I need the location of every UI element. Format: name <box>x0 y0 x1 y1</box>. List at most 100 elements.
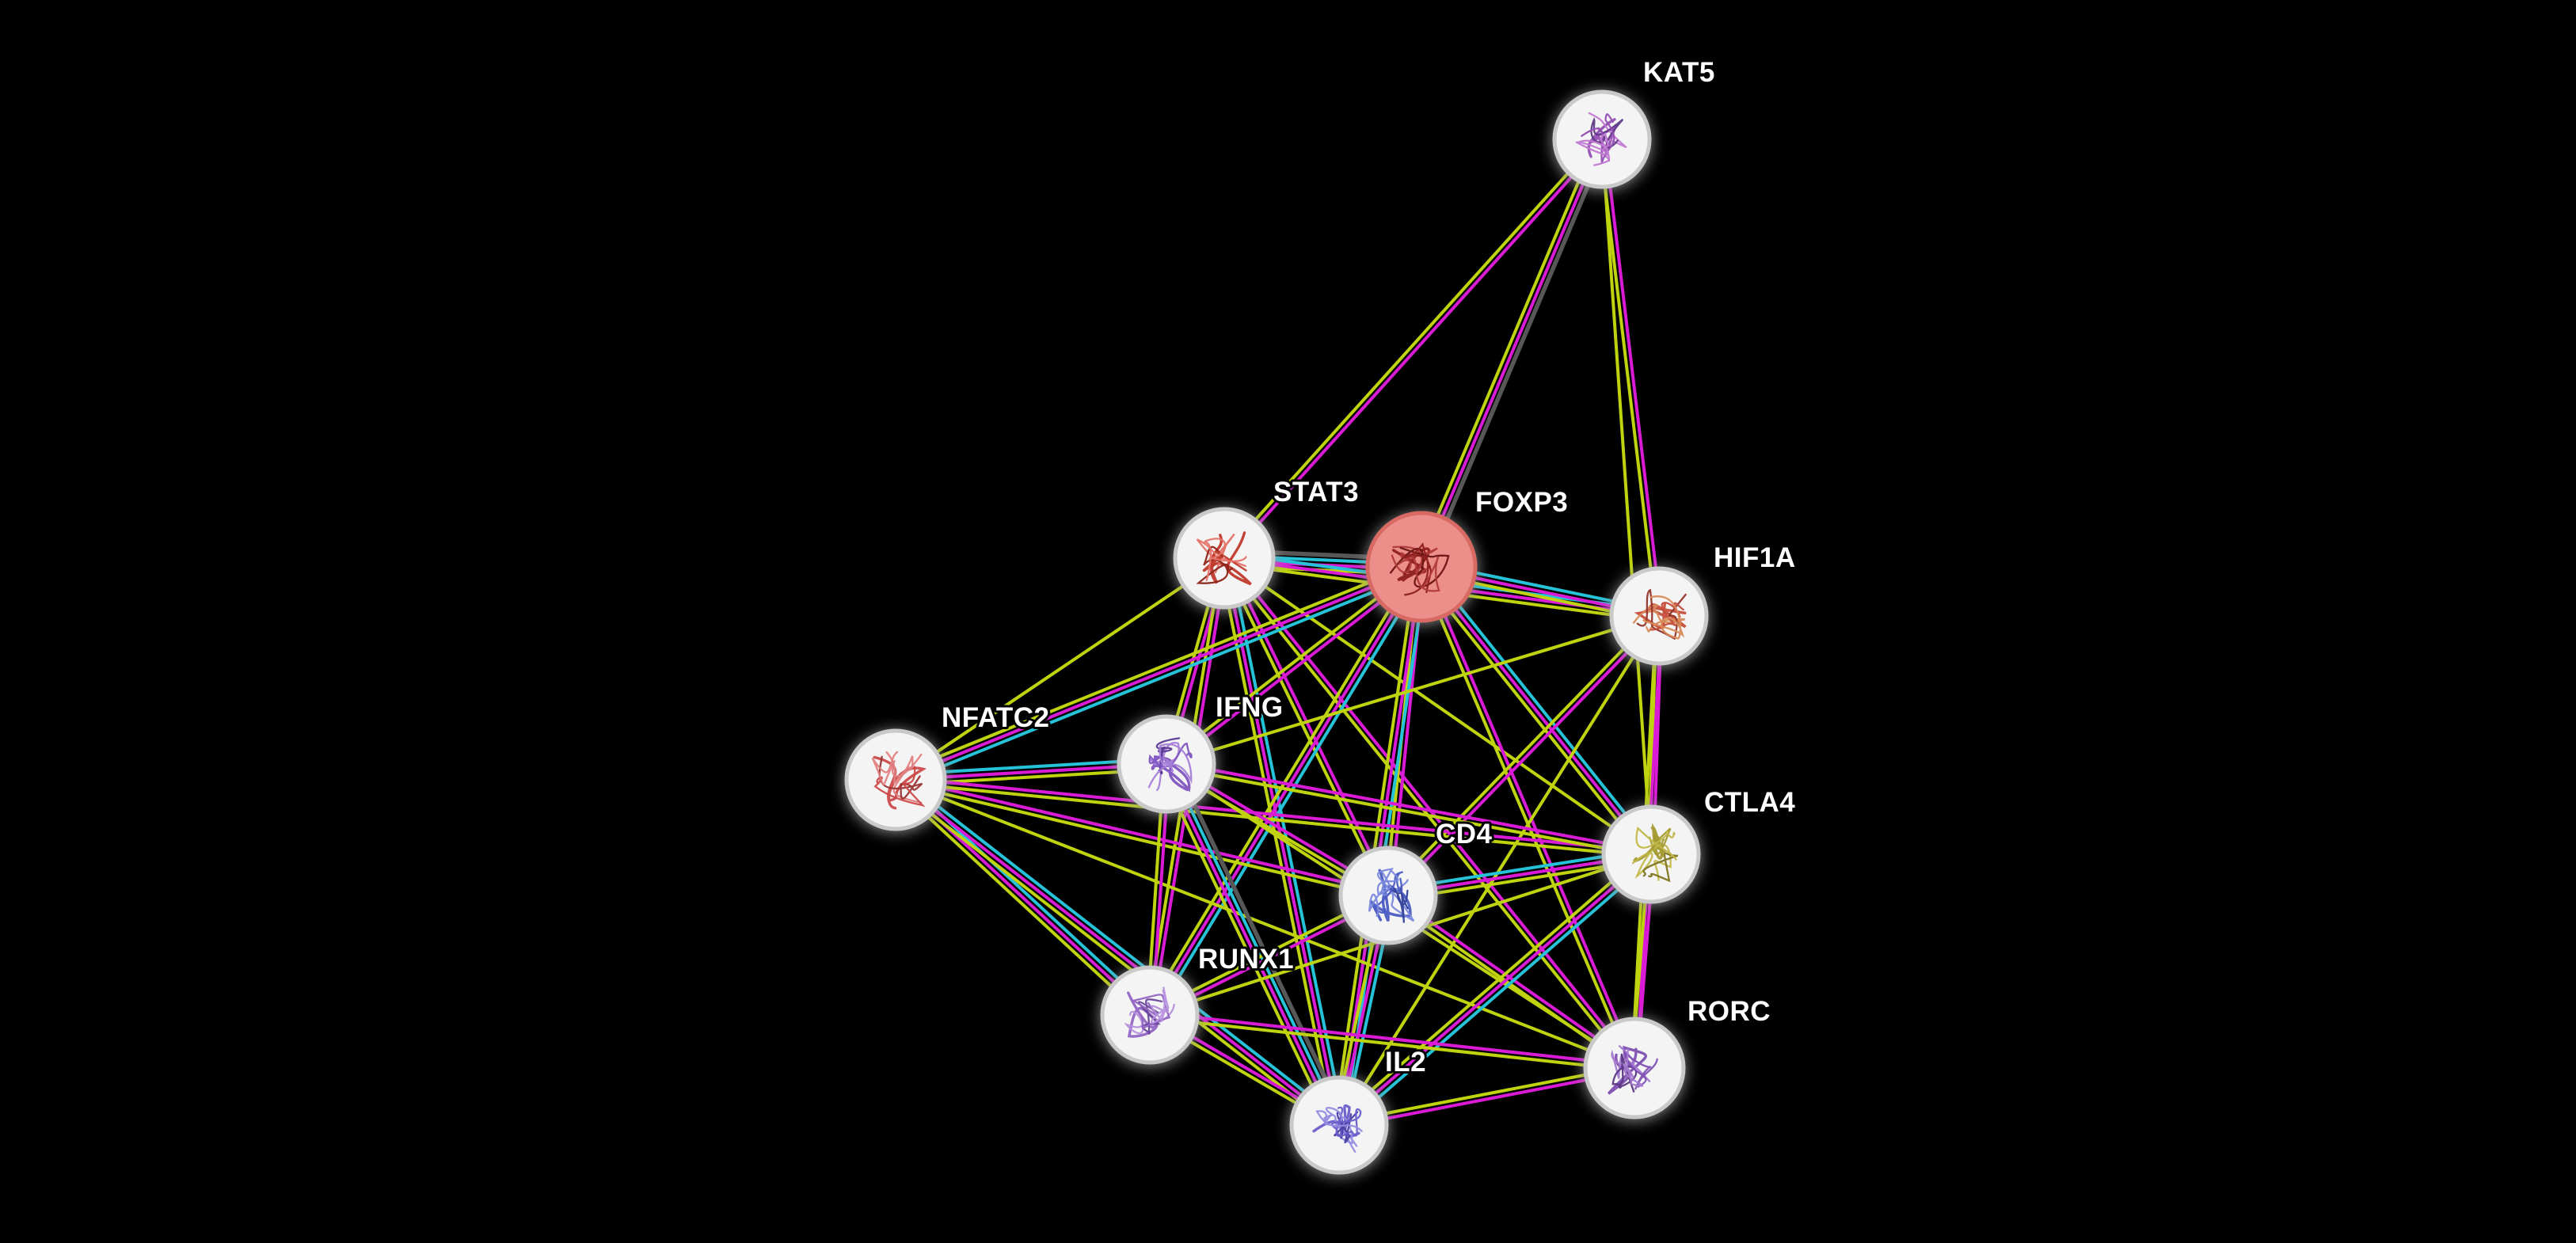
edge-line-experiments <box>1603 137 1664 618</box>
edge-line-coexpression <box>1171 758 1349 1124</box>
protein-structure-thumbnail <box>871 751 927 810</box>
edge-line-textmining <box>1417 566 1634 1071</box>
edge-line-experiments <box>1420 138 1604 568</box>
edge-line-textmining <box>1164 765 1653 859</box>
protein-structure-thumbnail <box>1389 542 1450 596</box>
node-RUNX1[interactable] <box>1100 965 1200 1065</box>
edge-line-textmining <box>1220 135 1602 558</box>
node-IFNG[interactable] <box>1117 714 1216 814</box>
edge-line-experiments <box>1388 616 1663 899</box>
edge-line-textmining <box>890 781 1148 1021</box>
edge-line-experiments <box>1422 564 1638 1069</box>
edge-NFATC2-IL2 <box>891 774 1344 1131</box>
edge-KAT5-FOXP3 <box>1415 135 1609 572</box>
node-label-STAT3: STAT3 <box>1273 477 1359 507</box>
edge-HIF1A-IFNG <box>1165 614 1661 766</box>
edge-line-experiments <box>1165 759 1653 853</box>
protein-structure-thumbnail <box>1575 112 1627 166</box>
node-CD4[interactable] <box>1338 846 1438 945</box>
node-FOXP3[interactable] <box>1365 511 1478 623</box>
protein-structure-thumbnail <box>1196 531 1252 586</box>
edge-line-experiments <box>894 775 1653 853</box>
edge-line-coexpression <box>1424 139 1609 572</box>
node-label-CD4: CD4 <box>1436 819 1493 850</box>
edge-NFATC2-CD4 <box>893 775 1391 900</box>
node-HIF1A[interactable] <box>1609 566 1709 666</box>
edge-line-textmining <box>1158 766 1334 1131</box>
edge-KAT5-CTLA4 <box>1600 138 1653 856</box>
protein-structure-thumbnail <box>1124 986 1175 1038</box>
edge-HIF1A-CD4 <box>1384 612 1663 899</box>
edge-KAT5-STAT3 <box>1220 135 1606 562</box>
edge-line-experiments <box>1162 763 1339 1128</box>
edge-IFNG-IL2 <box>1158 758 1349 1131</box>
node-label-CTLA4: CTLA4 <box>1704 787 1795 818</box>
protein-structure-thumbnail <box>1368 868 1415 923</box>
edge-line-databases <box>1152 568 1428 1020</box>
edge-line-textmining <box>1147 1016 1636 1073</box>
edge-IFNG-CTLA4 <box>1164 759 1653 859</box>
edge-line-experiments <box>1148 565 1423 1017</box>
node-RORC[interactable] <box>1583 1017 1686 1119</box>
edge-STAT3-NFATC2 <box>894 557 1226 781</box>
edge-line-experiments <box>1223 557 1341 1127</box>
edge-line-textmining <box>894 778 1636 1070</box>
node-IL2[interactable] <box>1289 1075 1389 1175</box>
edge-line-experiments <box>1148 1010 1637 1067</box>
node-label-IFNG: IFNG <box>1216 692 1284 723</box>
edge-line-experiments <box>1224 139 1606 562</box>
edge-line-textmining <box>1223 557 1653 856</box>
edge-line-experiments <box>894 565 1423 781</box>
edge-line-experiments <box>1337 853 1653 1127</box>
edge-line-textmining <box>894 557 1226 781</box>
edge-NFATC2-CTLA4 <box>893 775 1653 859</box>
nodes-layer <box>844 89 1709 1175</box>
edge-line-textmining <box>1600 138 1653 856</box>
edge-line-textmining <box>1332 564 1418 1127</box>
node-label-RORC: RORC <box>1688 996 1771 1027</box>
edge-line-textmining <box>1220 557 1388 899</box>
node-NFATC2[interactable] <box>844 728 947 831</box>
node-label-RUNX1: RUNX1 <box>1198 944 1294 975</box>
protein-structure-thumbnail <box>1631 823 1679 883</box>
node-CTLA4[interactable] <box>1601 804 1701 904</box>
edge-NFATC2-RORC <box>894 778 1636 1070</box>
edge-line-textmining <box>893 781 1390 900</box>
edge-line-experiments <box>1224 555 1392 896</box>
edge-line-textmining <box>1415 568 1649 860</box>
edge-line-textmining <box>891 782 1337 1131</box>
node-STAT3[interactable] <box>1173 507 1276 610</box>
edge-line-experiments <box>894 778 1341 1127</box>
edge-line-databases <box>1166 761 1343 1126</box>
edge-FOXP3-RORC <box>1417 564 1638 1071</box>
edge-line-databases <box>897 774 1344 1123</box>
edge-STAT3-CTLA4 <box>1223 557 1653 856</box>
edge-line-textmining <box>1165 614 1661 766</box>
edge-line-databases <box>896 570 1425 786</box>
edge-STAT3-CD4 <box>1220 555 1392 899</box>
edge-line-experiments <box>1420 565 1653 856</box>
node-label-HIF1A: HIF1A <box>1714 542 1796 573</box>
edge-line-textmining <box>1415 135 1599 567</box>
edge-line-databases <box>1424 561 1657 853</box>
protein-structure-thumbnail <box>1632 588 1687 641</box>
edge-line-textmining <box>893 781 1653 859</box>
node-label-IL2: IL2 <box>1385 1047 1426 1078</box>
node-label-FOXP3: FOXP3 <box>1475 487 1568 518</box>
edge-line-textmining <box>892 561 1421 777</box>
edge-line-databases <box>1341 856 1657 1131</box>
edge-RUNX1-RORC <box>1147 1010 1637 1073</box>
edge-FOXP3-CTLA4 <box>1415 561 1657 860</box>
edge-CTLA4-IL2 <box>1334 849 1657 1131</box>
node-label-NFATC2: NFATC2 <box>942 702 1050 733</box>
node-KAT5[interactable] <box>1552 89 1652 189</box>
edges-layer <box>890 135 1664 1131</box>
protein-structure-thumbnail <box>1607 1045 1658 1095</box>
edge-line-experiments <box>894 775 1391 895</box>
node-label-KAT5: KAT5 <box>1643 57 1715 88</box>
edge-line-textmining <box>1334 849 1649 1123</box>
edge-FOXP3-NFATC2 <box>892 561 1425 786</box>
